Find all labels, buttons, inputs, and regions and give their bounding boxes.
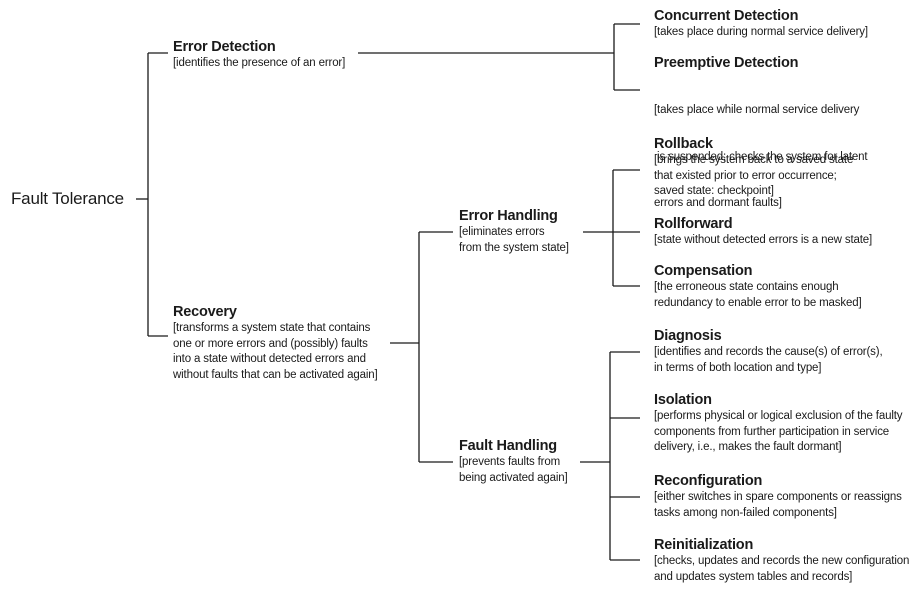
- root-label: Fault Tolerance: [11, 189, 124, 208]
- isolation-title: Isolation: [654, 392, 712, 408]
- preemptive-detection-desc-line: [takes place while normal service delive…: [654, 104, 860, 116]
- compensation-title: Compensation: [654, 263, 753, 279]
- error-handling-desc-line: from the system state]: [459, 241, 569, 254]
- reconfiguration-desc-line: tasks among non-failed components]: [654, 506, 837, 519]
- compensation-node: Compensation [the erroneous state contai…: [654, 262, 862, 311]
- isolation-desc-line: delivery, i.e., makes the fault dormant]: [654, 441, 842, 453]
- concurrent-detection-desc-line: [takes place during normal service deliv…: [654, 26, 868, 38]
- compensation-desc-line: redundancy to enable error to be masked]: [654, 296, 862, 309]
- reconfiguration-node: Reconfiguration [either switches in spar…: [654, 472, 902, 521]
- fault-handling-title: Fault Handling: [459, 438, 557, 454]
- diagnosis-title: Diagnosis: [654, 328, 722, 344]
- error-detection-desc-line: [identifies the presence of an error]: [173, 57, 346, 69]
- fault-handling-desc-line: being activated again]: [459, 471, 568, 484]
- compensation-desc-line: [the erroneous state contains enough: [654, 281, 839, 293]
- reinitialization-desc-line: and updates system tables and records]: [654, 570, 853, 583]
- recovery-desc-line: into a state without detected errors and: [173, 353, 366, 365]
- error-handling-node: Error Handling [eliminates errors from t…: [459, 207, 569, 256]
- rollback-desc-line: that existed prior to error occurrence;: [654, 169, 837, 182]
- rollforward-desc-line: [state without detected errors is a new …: [654, 234, 873, 246]
- error-detection-node: Error Detection [identifies the presence…: [173, 38, 345, 72]
- isolation-desc-line: [performs physical or logical exclusion …: [654, 410, 903, 422]
- reinitialization-node: Reinitialization [checks, updates and re…: [654, 536, 909, 585]
- isolation-node: Isolation [performs physical or logical …: [654, 391, 903, 456]
- rollback-desc-line: [brings the system back to a saved state: [654, 154, 854, 166]
- preemptive-detection-desc-line: is suspended; checks the system for late…: [654, 150, 868, 163]
- recovery-desc-line: one or more errors and (possibly) faults: [173, 337, 368, 350]
- rollback-desc-line: saved state: checkpoint]: [654, 185, 774, 197]
- rollback-node: Rollback [brings the system back to a sa…: [654, 135, 853, 200]
- recovery-desc-line: [transforms a system state that contains: [173, 322, 371, 334]
- fault-handling-desc-line: [prevents faults from: [459, 456, 561, 468]
- rollback-title: Rollback: [654, 136, 713, 152]
- error-handling-desc-line: [eliminates errors: [459, 226, 545, 238]
- rollforward-title: Rollforward: [654, 216, 733, 232]
- preemptive-detection-desc-line: errors and dormant faults]: [654, 197, 782, 209]
- preemptive-detection-title: Preemptive Detection: [654, 55, 799, 71]
- error-handling-title: Error Handling: [459, 208, 558, 224]
- reconfiguration-desc-line: [either switches in spare components or …: [654, 491, 902, 503]
- diagnosis-node: Diagnosis [identifies and records the ca…: [654, 327, 883, 376]
- concurrent-detection-title: Concurrent Detection: [654, 8, 799, 24]
- diagnosis-desc-line: [identifies and records the cause(s) of …: [654, 346, 883, 358]
- reinitialization-title: Reinitialization: [654, 537, 754, 553]
- fault-handling-node: Fault Handling [prevents faults from bei…: [459, 437, 568, 486]
- recovery-desc-line: without faults that can be activated aga…: [173, 368, 378, 381]
- recovery-node: Recovery [transforms a system state that…: [173, 303, 378, 383]
- rollforward-node: Rollforward [state without detected erro…: [654, 215, 872, 249]
- reconfiguration-title: Reconfiguration: [654, 473, 763, 489]
- reinitialization-desc-line: [checks, updates and records the new con…: [654, 555, 910, 567]
- isolation-desc-line: components from further participation in…: [654, 425, 890, 438]
- error-detection-title: Error Detection: [173, 39, 276, 55]
- recovery-title: Recovery: [173, 304, 237, 320]
- preemptive-detection-node: Preemptive Detection [takes place while …: [654, 54, 868, 243]
- concurrent-detection-node: Concurrent Detection [takes place during…: [654, 7, 868, 41]
- diagnosis-desc-line: in terms of both location and type]: [654, 361, 822, 374]
